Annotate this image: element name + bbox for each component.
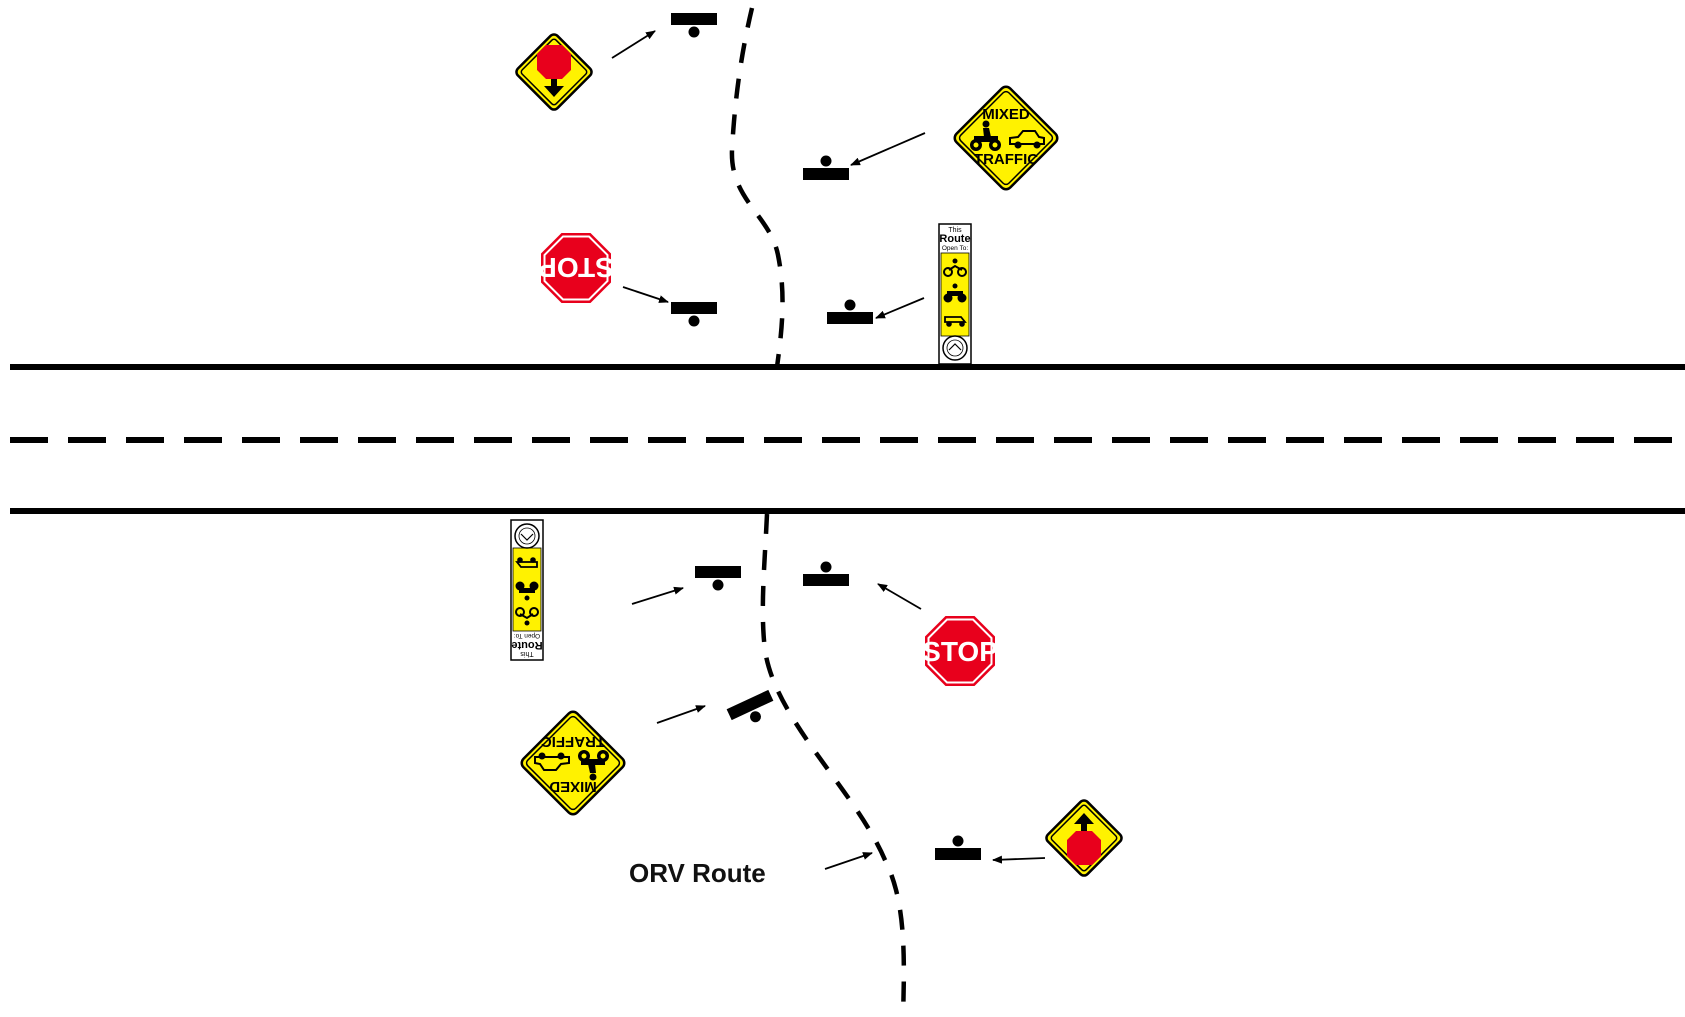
mixed-traffic-line2-north: TRAFFIC <box>974 151 1038 168</box>
arrow-mixed-north <box>850 132 926 166</box>
stop-ahead-sign-south <box>1043 797 1125 879</box>
mixed-traffic-line2-south: TRAFFIC <box>541 733 605 750</box>
road <box>10 364 1685 514</box>
stop-ahead-sign-north-flip <box>513 31 595 113</box>
post-marker-north-trail-far <box>671 13 717 38</box>
route-open-line2-south: Route <box>511 639 542 651</box>
orv-trail-north <box>729 7 785 368</box>
route-open-line1-south: This <box>520 650 534 657</box>
arrow-stop-ahead-south <box>992 855 1046 864</box>
route-open-line3-north: Open To: <box>942 245 968 252</box>
mixed-traffic-sign-south: MIXED TRAFFIC <box>518 708 628 818</box>
arrow-route-south <box>631 586 684 605</box>
route-open-line3-south: Open To: <box>514 632 540 639</box>
post-marker-south-stop <box>803 561 849 586</box>
stop-text-north: STOP <box>538 252 614 283</box>
arrow-stop-south <box>877 583 922 610</box>
post-marker-north-mixed <box>803 155 849 180</box>
arrow-stop-ahead-north <box>611 30 656 59</box>
arrow-orv-route-label <box>824 852 873 870</box>
arrow-stop-north <box>622 286 669 303</box>
route-open-sign-north: This Route Open To: <box>938 223 972 365</box>
arrow-route-north <box>875 297 925 319</box>
arrows <box>611 30 1046 870</box>
stop-text-south: STOP <box>922 636 998 667</box>
mixed-traffic-line1-north: MIXED <box>982 106 1030 123</box>
route-open-sign-south: This Route Open To: <box>510 519 544 661</box>
route-open-line1-north: This <box>948 227 962 234</box>
post-marker-south-stop-ahead <box>935 835 981 860</box>
mixed-traffic-sign-north: MIXED TRAFFIC <box>951 83 1061 193</box>
mixed-traffic-line1-south: MIXED <box>549 778 597 795</box>
route-open-line2-north: Route <box>939 233 970 245</box>
post-marker-south-route <box>695 566 741 591</box>
post-marker-north-route <box>827 299 873 324</box>
stop-sign-north: STOP <box>537 229 615 307</box>
orv-trail-south <box>760 513 907 1017</box>
stop-sign-south: STOP <box>921 612 999 690</box>
sign-post-markers <box>671 13 981 860</box>
orv-route-label: ORV Route <box>629 858 766 888</box>
arrow-mixed-south <box>656 705 706 724</box>
post-marker-south-mixed <box>726 689 779 732</box>
post-marker-north-stop <box>671 302 717 327</box>
